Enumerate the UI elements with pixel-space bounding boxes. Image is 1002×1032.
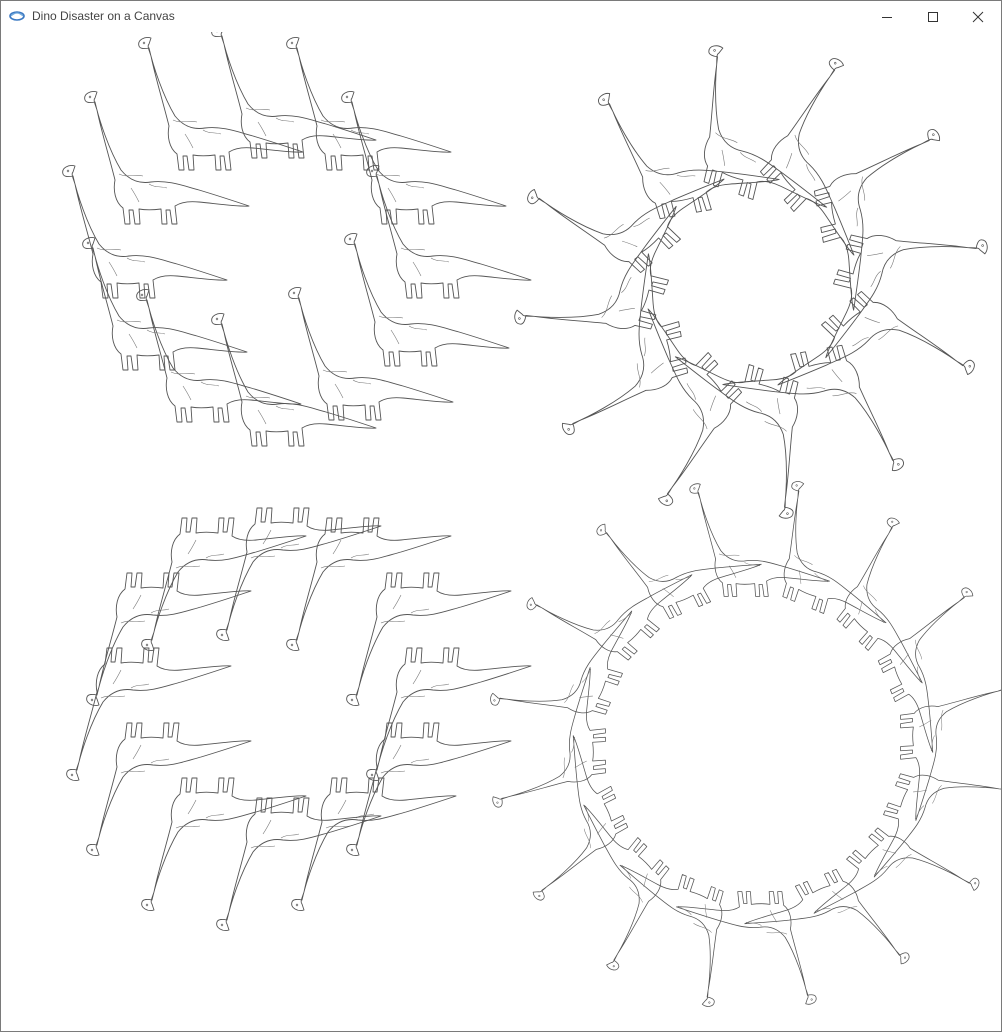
dino-figure [676, 891, 817, 1005]
dino-ring-upright [62, 32, 532, 447]
dino-figure [812, 514, 992, 695]
dino-figure [211, 32, 377, 159]
drawing-canvas[interactable] [1, 32, 1001, 1031]
dino-ring-rotating [511, 42, 991, 522]
dino-figure [802, 803, 983, 983]
dino-figure [596, 66, 783, 227]
minimize-button[interactable] [864, 1, 910, 32]
close-button[interactable] [955, 1, 1001, 32]
dino-figure [82, 237, 248, 371]
dino-figure [511, 166, 694, 368]
dino-figure [806, 127, 967, 314]
app-icon [9, 11, 25, 21]
dino-figure [366, 165, 532, 299]
maximize-icon [928, 11, 938, 22]
dino-figure [216, 507, 382, 641]
dino-figure [719, 337, 906, 498]
dino-figure [286, 37, 452, 171]
dino-figure [62, 165, 228, 299]
dino-figure [514, 793, 694, 974]
dino-figure [286, 517, 452, 651]
dino-figure [344, 233, 510, 367]
dino-figure [492, 667, 606, 808]
dino-figure [582, 850, 756, 1009]
dino-figure [738, 855, 912, 1015]
dino-figure [341, 91, 507, 225]
dino-figure [346, 722, 512, 856]
dino-ring-mirrored [66, 507, 532, 931]
dino-figure [665, 42, 867, 225]
dino-figure [864, 585, 1001, 759]
maximize-button[interactable] [910, 1, 956, 32]
title-bar[interactable]: Dino Disaster on a Canvas [1, 1, 1001, 32]
dino-figure [482, 729, 642, 903]
dino-figure [689, 483, 830, 597]
dino-figure [635, 339, 837, 522]
minimize-icon [882, 16, 892, 18]
dino-figure [291, 777, 457, 911]
dino-figure [535, 250, 696, 437]
dino-figure [141, 777, 307, 911]
dino-figure [138, 37, 304, 171]
dino-ring-tangent [482, 473, 1001, 1015]
dino-figure [488, 573, 647, 747]
dino-figure [750, 479, 924, 638]
dino-figure [808, 196, 991, 398]
dino-figure [594, 473, 768, 633]
dino-figure [523, 505, 704, 685]
close-icon [972, 11, 984, 22]
window-title: Dino Disaster on a Canvas [32, 9, 175, 23]
dino-figure [141, 517, 307, 651]
dino-figure [346, 572, 512, 706]
dino-figure [136, 289, 302, 423]
dino-figure [66, 647, 232, 781]
dino-figure [859, 741, 1001, 915]
dino-figure [211, 313, 377, 447]
